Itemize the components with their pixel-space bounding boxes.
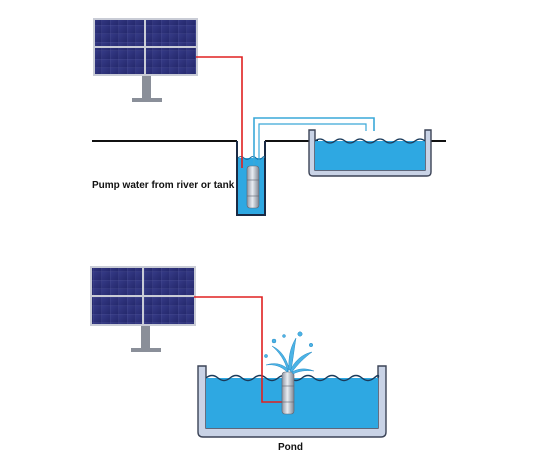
top-scene-caption: Pump water from river or tank [92,180,235,191]
solar-panel-icon [93,18,198,102]
submersible-pump-icon [281,371,295,415]
power-wire [196,56,243,168]
water-splash-icon [264,331,315,375]
bottom-scene-caption: Pond [278,442,303,453]
submersible-pump-icon [246,165,260,209]
bottom-scene [90,266,387,438]
top-scene [92,18,446,216]
storage-tank [308,129,432,177]
solar-panel-icon [90,266,196,352]
water-pipe [253,117,375,165]
power-wire [194,296,285,403]
